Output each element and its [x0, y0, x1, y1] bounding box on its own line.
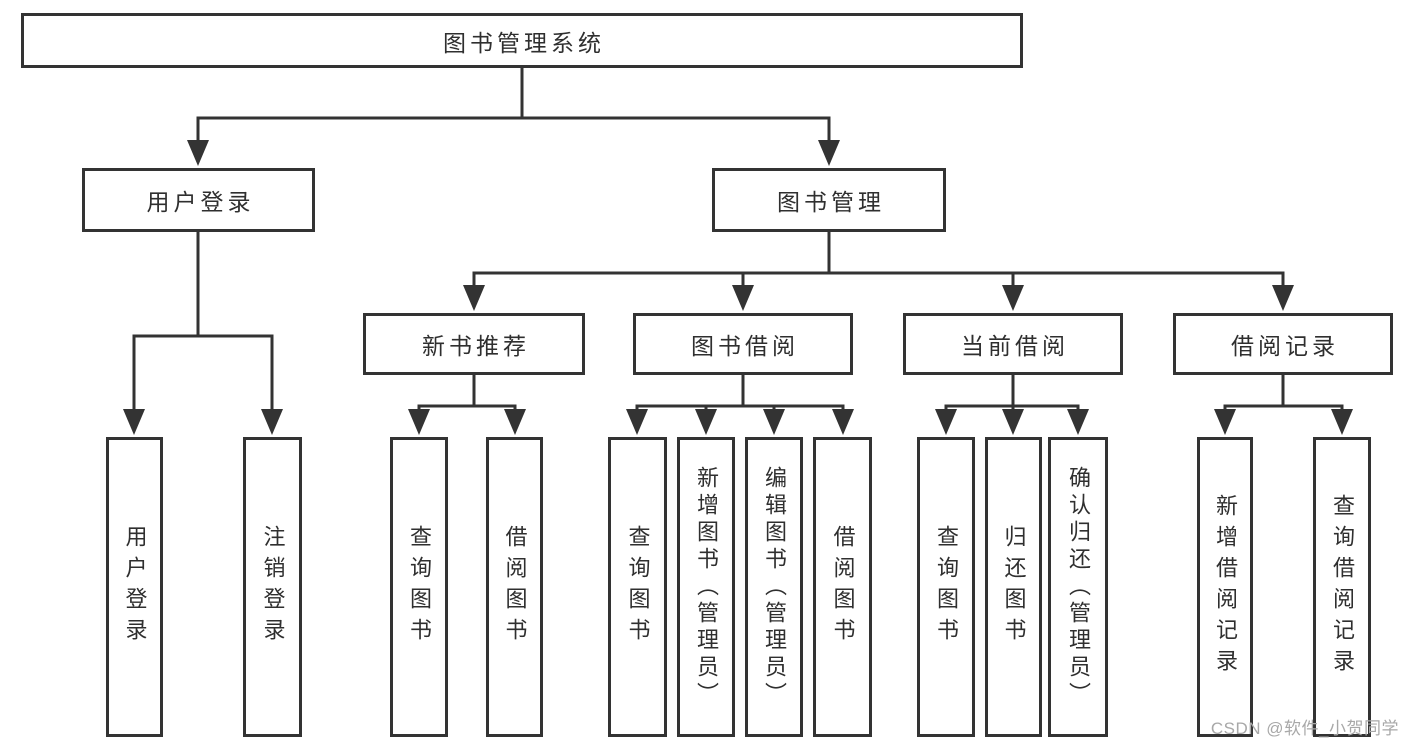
- node-root: 图书管理系统: [21, 13, 1023, 68]
- leaf-add-borrow-record: 新增借阅记录: [1197, 437, 1253, 737]
- leaf-query-books-borrow: 查询图书: [608, 437, 667, 737]
- leaf-user-login: 用户登录: [106, 437, 163, 737]
- leaf-add-book-admin: 新增图书（管理员）: [677, 437, 735, 737]
- node-current-borrow-label: 当前借阅: [961, 333, 1069, 359]
- leaf-confirm-return-admin: 确认归还（管理员）: [1048, 437, 1108, 737]
- leaf-borrow-books-recommend: 借阅图书: [486, 437, 543, 737]
- node-book-management-label: 图书管理: [777, 189, 885, 215]
- node-borrow-records-label: 借阅记录: [1231, 333, 1339, 359]
- leaf-query-borrow-record: 查询借阅记录: [1313, 437, 1371, 737]
- node-book-management: 图书管理: [712, 168, 946, 232]
- node-current-borrow: 当前借阅: [903, 313, 1123, 375]
- leaf-return-books: 归还图书: [985, 437, 1042, 737]
- node-new-book-recommend-label: 新书推荐: [422, 333, 530, 359]
- watermark: CSDN @软件_小贺同学: [1210, 719, 1399, 738]
- leaf-borrow-books-borrow: 借阅图书: [813, 437, 872, 737]
- node-user-login-label: 用户登录: [146, 189, 255, 215]
- leaf-logout: 注销登录: [243, 437, 302, 737]
- leaf-query-books-current: 查询图书: [917, 437, 975, 737]
- leaf-query-books-recommend: 查询图书: [390, 437, 448, 737]
- node-book-borrow: 图书借阅: [633, 313, 853, 375]
- node-user-login: 用户登录: [82, 168, 315, 232]
- arrowhead-icons: [123, 140, 1353, 435]
- node-borrow-records: 借阅记录: [1173, 313, 1393, 375]
- node-book-borrow-label: 图书借阅: [691, 333, 799, 359]
- node-new-book-recommend: 新书推荐: [363, 313, 585, 375]
- node-root-label: 图书管理系统: [443, 29, 605, 56]
- leaf-edit-book-admin: 编辑图书（管理员）: [745, 437, 803, 737]
